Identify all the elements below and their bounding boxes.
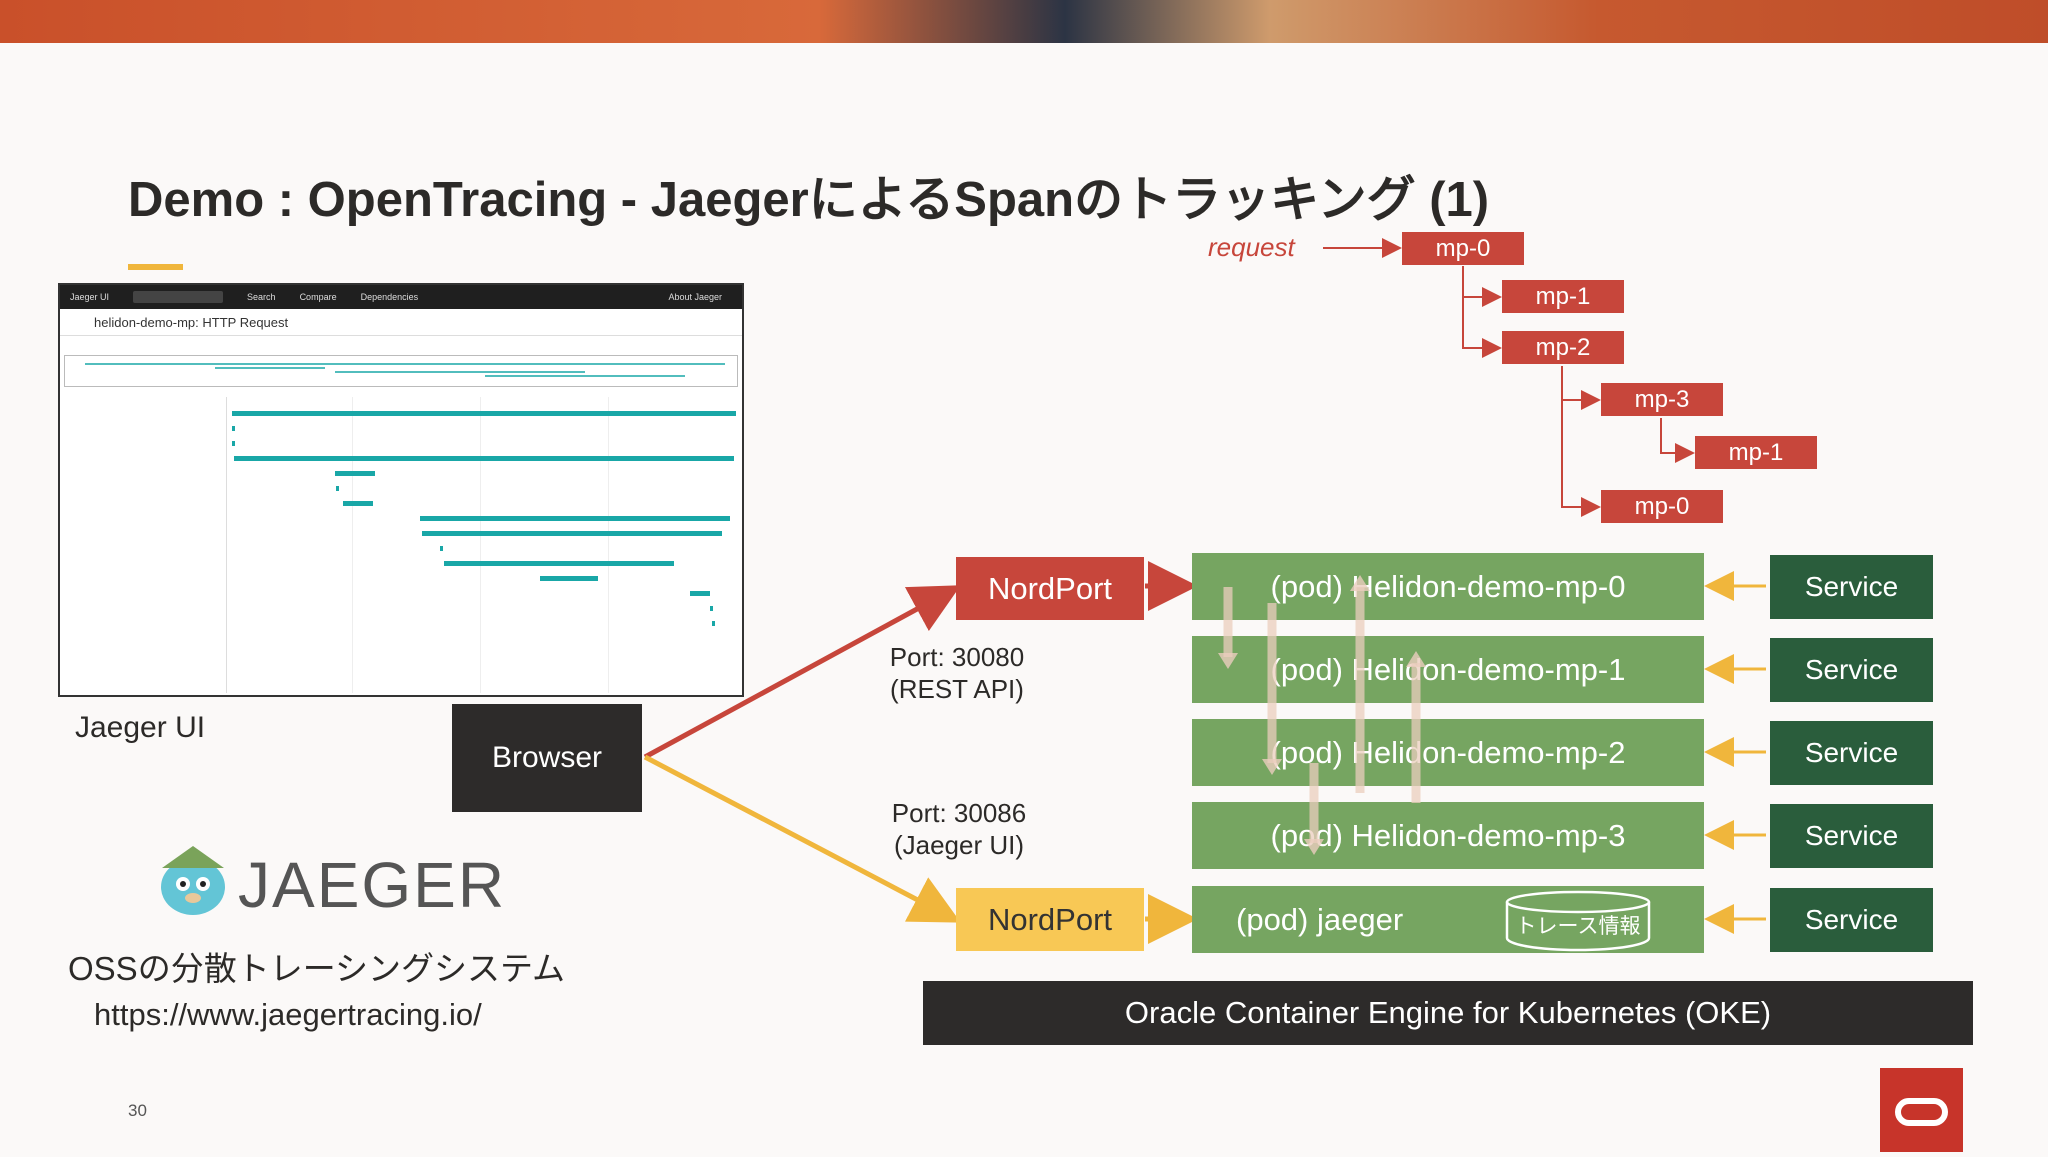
trace-node-mp-2: mp-2 bbox=[1502, 331, 1624, 364]
jaeger-logo-text: JAEGER bbox=[238, 849, 507, 921]
trace-node-mp-1-child: mp-1 bbox=[1695, 436, 1817, 469]
trace-database: トレース情報 bbox=[1503, 888, 1653, 952]
jaeger-trace-title: helidon-demo-mp: HTTP Request bbox=[94, 314, 289, 330]
request-label: request bbox=[1208, 232, 1295, 262]
jaeger-nav-about: About Jaeger bbox=[668, 292, 722, 302]
database-icon bbox=[1505, 890, 1651, 952]
jaeger-span-list bbox=[60, 397, 742, 693]
service-mp-2: Service bbox=[1770, 721, 1933, 785]
pod-jaeger: (pod) jaeger bbox=[1192, 886, 1704, 953]
port-rest-desc: (REST API) bbox=[890, 674, 1024, 704]
port-rest-label: Port: 30080 (REST API) bbox=[872, 641, 1042, 705]
jaeger-nav-compare: Compare bbox=[299, 292, 337, 302]
jaeger-ui-navbar: Jaeger UI Search Compare Dependencies Ab… bbox=[60, 285, 742, 309]
browser-box: Browser bbox=[452, 704, 642, 812]
jaeger-nav-search: Search bbox=[247, 292, 276, 302]
jaeger-mascot-icon bbox=[150, 832, 236, 918]
oke-cluster-label: Oracle Container Engine for Kubernetes (… bbox=[923, 981, 1973, 1045]
port-ui-label: Port: 30086 (Jaeger UI) bbox=[874, 797, 1044, 861]
jaeger-ui-screenshot: Jaeger UI Search Compare Dependencies Ab… bbox=[58, 283, 744, 697]
pod-call-arrows bbox=[1218, 575, 1426, 855]
port-ui-number: Port: 30086 bbox=[891, 798, 1027, 828]
trace-node-mp-0: mp-0 bbox=[1402, 232, 1524, 265]
jaeger-description: OSSの分散トレーシングシステム bbox=[68, 950, 566, 987]
slide-title: Demo : OpenTracing - JaegerによるSpanのトラッキン… bbox=[128, 173, 1490, 227]
title-underline bbox=[128, 264, 183, 270]
service-mp-3: Service bbox=[1770, 804, 1933, 868]
nodeport-ui: NordPort bbox=[956, 888, 1144, 951]
pod-jaeger-label: (pod) jaeger bbox=[1236, 901, 1404, 937]
jaeger-ui-caption: Jaeger UI bbox=[75, 711, 206, 744]
port-rest-number: Port: 30080 bbox=[889, 642, 1025, 672]
oracle-logo-icon bbox=[1880, 1068, 1963, 1152]
trace-node-mp-1: mp-1 bbox=[1502, 280, 1624, 313]
port-ui-desc: (Jaeger UI) bbox=[893, 830, 1025, 860]
jaeger-nav-search-box bbox=[133, 291, 224, 303]
pod-helidon-mp-2: (pod) Helidon-demo-mp-2 bbox=[1192, 719, 1704, 786]
top-banner bbox=[0, 0, 2048, 43]
jaeger-nav-dependencies: Dependencies bbox=[360, 292, 419, 302]
trace-db-label: トレース情報 bbox=[1515, 915, 1641, 938]
service-mp-0: Service bbox=[1770, 555, 1933, 619]
nodeport-rest: NordPort bbox=[956, 557, 1144, 620]
jaeger-nav-home: Jaeger UI bbox=[70, 292, 110, 302]
pod-helidon-mp-0: (pod) Helidon-demo-mp-0 bbox=[1192, 553, 1704, 620]
pod-helidon-mp-1: (pod) Helidon-demo-mp-1 bbox=[1192, 636, 1704, 703]
service-mp-1: Service bbox=[1770, 638, 1933, 702]
trace-node-mp-3: mp-3 bbox=[1601, 383, 1723, 416]
page-number: 30 bbox=[128, 1101, 147, 1120]
pod-helidon-mp-3: (pod) Helidon-demo-mp-3 bbox=[1192, 802, 1704, 869]
jaeger-url-link[interactable]: https://www.jaegertracing.io/ bbox=[94, 997, 482, 1032]
jaeger-trace-header: helidon-demo-mp: HTTP Request bbox=[60, 309, 742, 336]
service-jaeger: Service bbox=[1770, 888, 1933, 952]
trace-node-mp-0-child: mp-0 bbox=[1601, 490, 1723, 523]
jaeger-trace-minimap bbox=[64, 355, 738, 387]
